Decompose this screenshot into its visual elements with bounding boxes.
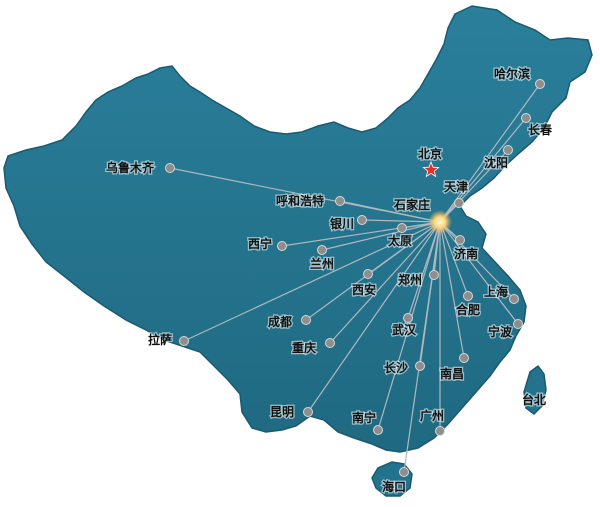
star-icon xyxy=(422,160,440,178)
city-dot-haikou[interactable] xyxy=(399,467,409,477)
city-dot-changsha[interactable] xyxy=(415,361,425,371)
city-dot-kunming[interactable] xyxy=(303,407,313,417)
city-dot-zhengzhou[interactable] xyxy=(429,270,439,280)
city-dot-changchun[interactable] xyxy=(521,113,531,123)
route-line-chongqing xyxy=(329,221,441,344)
city-label-hefei: 合肥 xyxy=(456,302,480,317)
city-label-taiyuan: 太原 xyxy=(388,233,412,248)
city-dot-hohhot[interactable] xyxy=(335,196,345,206)
city-label-ningbo: 宁波 xyxy=(488,324,513,339)
city-dot-guangzhou[interactable] xyxy=(435,426,445,436)
china-mainland-shape xyxy=(3,5,593,453)
route-line-haikou xyxy=(403,221,441,473)
city-dot-nanchang[interactable] xyxy=(459,353,469,363)
city-dots xyxy=(165,79,545,477)
city-label-haikou: 海口 xyxy=(382,479,406,494)
city-label-yinchuan: 银川 xyxy=(330,216,354,231)
city-dot-shanghai[interactable] xyxy=(509,294,519,304)
city-label-lhasa: 拉萨 xyxy=(148,332,172,347)
route-line-shanghai xyxy=(439,221,515,300)
city-label-kunming: 昆明 xyxy=(270,405,294,419)
city-dot-hefei[interactable] xyxy=(463,291,473,301)
city-label-tianjin: 天津 xyxy=(444,179,468,194)
city-label-zhengzhou: 郑州 xyxy=(398,272,422,287)
route-line-nanning xyxy=(377,221,441,431)
city-dot-yinchuan[interactable] xyxy=(357,215,367,225)
city-dot-xian[interactable] xyxy=(363,269,373,279)
city-label-shanghai: 上海 xyxy=(484,284,508,299)
city-label-changsha: 长沙 xyxy=(384,360,408,375)
city-dot-harbin[interactable] xyxy=(535,79,545,89)
city-label-nanning: 南宁 xyxy=(352,410,376,425)
route-line-yinchuan xyxy=(361,219,441,223)
route-line-hohhot xyxy=(339,200,441,223)
taiwan-island-shape xyxy=(523,364,547,415)
route-line-lhasa xyxy=(183,221,441,342)
city-dot-lhasa[interactable] xyxy=(179,336,189,346)
city-label-guangzhou: 广州 xyxy=(420,408,444,423)
city-dot-tianjin[interactable] xyxy=(454,198,464,208)
hub-label: 石家庄 xyxy=(393,197,430,212)
city-label-harbin: 哈尔滨 xyxy=(494,66,530,81)
city-label-changchun: 长春 xyxy=(528,122,553,137)
city-label-shenyang: 沈阳 xyxy=(484,155,508,170)
city-label-chongqing: 重庆 xyxy=(292,340,316,355)
city-dot-urumqi[interactable] xyxy=(165,163,175,173)
city-label-hohhot: 呼和浩特 xyxy=(276,193,324,208)
city-dot-shenyang[interactable] xyxy=(503,145,513,155)
route-line-kunming xyxy=(307,221,441,413)
city-dot-wuhan[interactable] xyxy=(403,313,413,323)
route-line-chengdu xyxy=(305,221,441,321)
city-label-jinan: 济南 xyxy=(454,246,478,261)
city-label-wuhan: 武汉 xyxy=(392,322,417,337)
route-line-ningbo xyxy=(439,221,519,325)
city-dot-xining[interactable] xyxy=(277,241,287,251)
city-dot-taiyuan[interactable] xyxy=(397,223,407,233)
city-label-xining: 西宁 xyxy=(248,236,272,251)
city-dot-lanzhou[interactable] xyxy=(317,245,327,255)
taiwan-label: 台北 xyxy=(522,392,546,407)
city-dot-chengdu[interactable] xyxy=(301,315,311,325)
city-label-lanzhou: 兰州 xyxy=(310,256,334,271)
city-label-nanchang: 南昌 xyxy=(440,366,464,381)
route-lines xyxy=(169,83,541,473)
city-dot-ningbo[interactable] xyxy=(513,319,523,329)
city-label-xian: 西安 xyxy=(352,282,376,297)
city-dot-jinan[interactable] xyxy=(455,235,465,245)
route-line-hefei xyxy=(439,221,469,297)
capital-label: 北京 xyxy=(418,146,442,161)
city-label-chengdu: 成都 xyxy=(268,314,292,329)
city-label-urumqi: 乌鲁木齐 xyxy=(106,160,155,175)
hub-glow-marker xyxy=(428,210,452,234)
route-line-nanchang xyxy=(439,221,465,359)
route-line-xining xyxy=(281,221,441,247)
city-dot-nanning[interactable] xyxy=(373,425,383,435)
city-dot-chongqing[interactable] xyxy=(325,338,335,348)
route-line-lanzhou xyxy=(321,221,441,251)
